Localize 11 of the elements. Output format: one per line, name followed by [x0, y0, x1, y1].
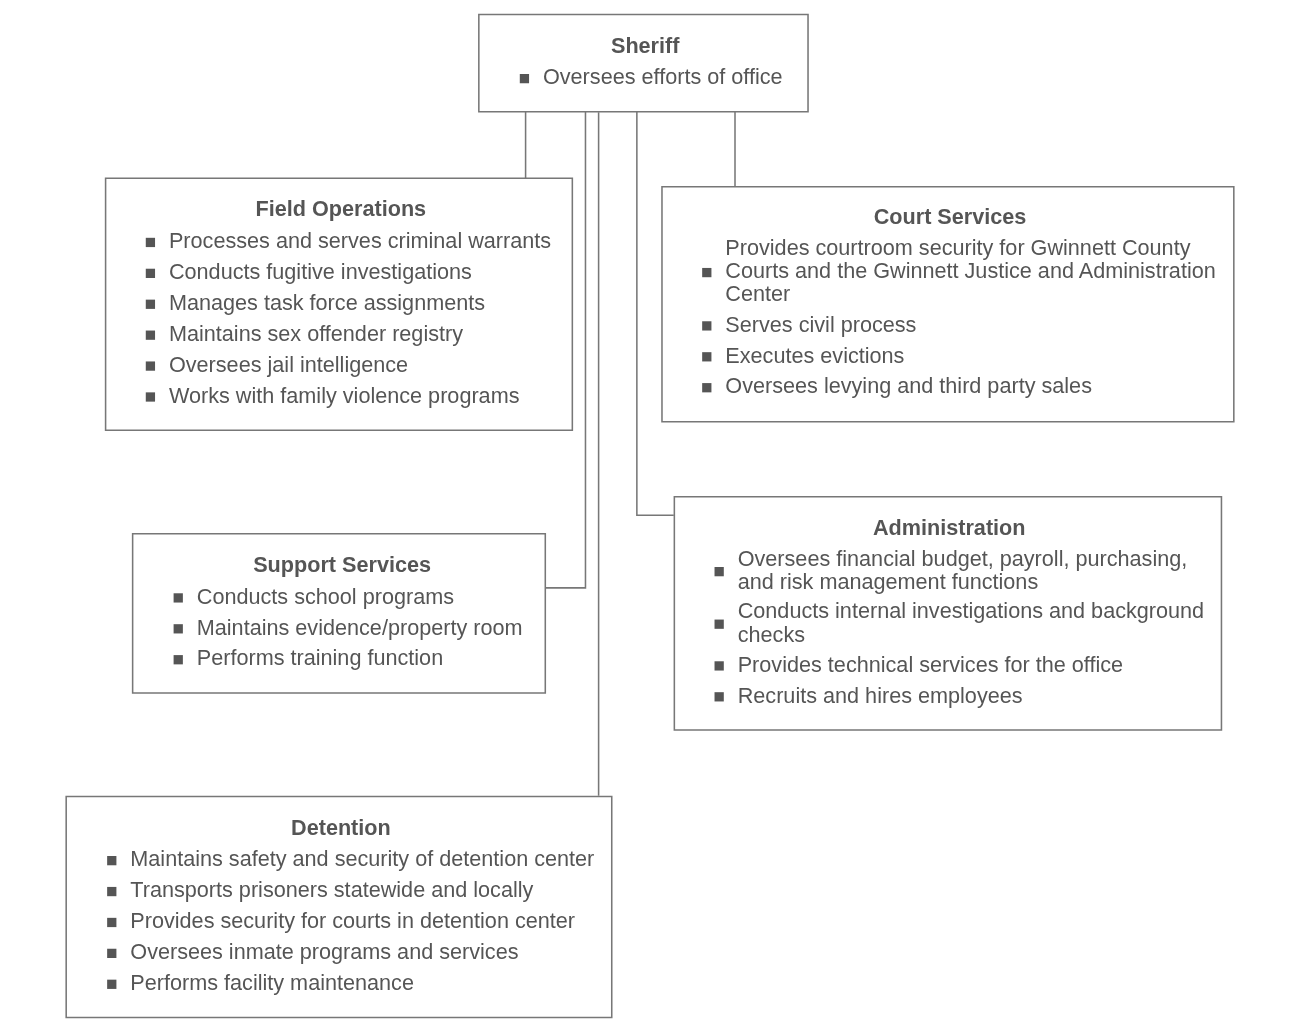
connector — [733, 111, 736, 188]
connector — [524, 111, 526, 179]
node-box: Support Services Conducts school programs Maintains evidence/property room Performs training function — [131, 533, 546, 694]
node-box: Administration Oversees financial budget, payroll, purchasing, and risk management functions Conducts internal investigations and background checks Provides technical services for the office Recruits and hires employees — [673, 495, 1222, 731]
connector — [635, 111, 675, 516]
connector — [544, 111, 586, 589]
node-box: Sheriff Oversees efforts of office — [477, 13, 809, 113]
node-box: Court Services Provides courtroom security for Gwinnett County Courts and the Gwinnett Justice and Administration Center Serves civil process Executes evictions Oversees levying and third party sales — [660, 186, 1235, 423]
node-box: Field Operations Processes and serves criminal warrants Conducts fugitive investigations Manages task force assignments Maintains sex offender registry Oversees jail intelligence Works with family violence programs — [104, 177, 573, 431]
node-box: Detention Maintains safety and security of detention center Transports prisoners statewide and locally Provides security for courts in detention center Oversees inmate programs and services Performs facility maintenance — [64, 795, 613, 1019]
connector — [597, 111, 599, 797]
